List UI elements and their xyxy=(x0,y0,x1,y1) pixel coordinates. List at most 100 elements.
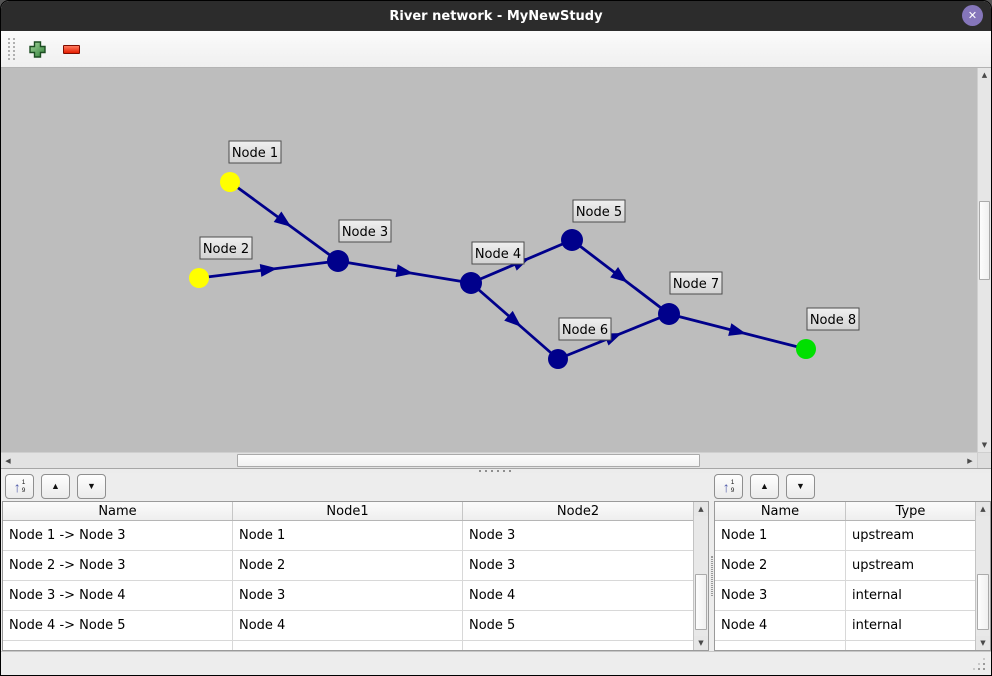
column-header-type[interactable]: Type xyxy=(895,503,926,519)
table-cell[interactable]: upstream xyxy=(852,558,915,573)
branches-vscroll-thumb[interactable] xyxy=(695,574,707,630)
scroll-down-icon[interactable]: ▼ xyxy=(978,438,991,452)
node-node-4[interactable] xyxy=(460,272,482,294)
table-row[interactable]: Node 3 internal xyxy=(715,581,975,611)
node-label[interactable]: Node 3 xyxy=(338,219,392,243)
table-cell[interactable]: Node 2 -> Node 3 xyxy=(3,551,233,580)
close-button[interactable]: ✕ xyxy=(962,5,983,26)
table-cell[interactable] xyxy=(233,641,463,650)
column-header-name[interactable]: Name xyxy=(3,502,233,520)
table-cell[interactable]: Node 3 xyxy=(469,558,516,573)
table-cell[interactable] xyxy=(3,641,233,650)
node-node-6[interactable] xyxy=(548,349,568,369)
table-cell[interactable]: Node 2 xyxy=(233,551,463,580)
table-cell[interactable]: Node 4 xyxy=(715,611,846,640)
column-header-name[interactable]: Name xyxy=(715,502,846,520)
main-toolbar xyxy=(1,31,991,68)
table-cell[interactable]: internal xyxy=(852,618,902,633)
node-label[interactable]: Node 8 xyxy=(806,307,860,331)
canvas-vscroll-thumb[interactable] xyxy=(979,201,990,280)
scroll-up-icon[interactable]: ▲ xyxy=(978,68,991,82)
table-cell[interactable]: Node 4 -> Node 5 xyxy=(3,611,233,640)
branch-move-up-button[interactable]: ▲ xyxy=(41,474,70,499)
node-node-3[interactable] xyxy=(327,250,349,272)
scroll-down-icon[interactable]: ▼ xyxy=(976,636,990,650)
node-label[interactable]: Node 7 xyxy=(669,271,723,295)
table-row[interactable] xyxy=(3,641,693,650)
canvas-vscroll-track[interactable] xyxy=(978,82,991,438)
column-header-node2[interactable]: Node2 xyxy=(556,503,600,519)
node-label[interactable]: Node 6 xyxy=(558,317,612,341)
table-cell[interactable]: Node 2 xyxy=(715,551,846,580)
table-row[interactable]: Node 4 internal xyxy=(715,611,975,641)
canvas-hscroll-thumb[interactable] xyxy=(237,454,700,467)
node-node-1[interactable] xyxy=(220,172,240,192)
table-cell[interactable]: Node 4 xyxy=(233,611,463,640)
horizontal-splitter[interactable] xyxy=(1,468,991,473)
table-cell[interactable]: Node 3 -> Node 4 xyxy=(3,581,233,610)
canvas-vscrollbar[interactable]: ▲ ▼ xyxy=(977,68,991,452)
toolbar-grip[interactable] xyxy=(8,38,15,60)
table-cell[interactable]: Node 3 xyxy=(715,581,846,610)
canvas-hscroll-track[interactable] xyxy=(15,453,963,468)
scroll-left-icon[interactable]: ◀ xyxy=(5,456,11,465)
branches-table-vscrollbar[interactable]: ▲ ▼ xyxy=(693,502,708,650)
table-cell[interactable]: upstream xyxy=(852,528,915,543)
titlebar[interactable]: River network - MyNewStudy ✕ xyxy=(1,1,991,31)
table-cell[interactable] xyxy=(846,641,975,650)
node-label[interactable]: Node 4 xyxy=(471,241,525,265)
table-cell[interactable]: Node 3 xyxy=(233,581,463,610)
branch-move-down-button[interactable]: ▼ xyxy=(77,474,106,499)
close-icon: ✕ xyxy=(967,9,978,22)
table-cell[interactable] xyxy=(463,641,693,650)
table-cell[interactable]: Node 1 -> Node 3 xyxy=(3,521,233,550)
vertical-splitter[interactable] xyxy=(709,501,714,651)
canvas-hscrollbar[interactable]: ◀ ▶ xyxy=(1,452,991,468)
table-cell[interactable]: internal xyxy=(852,588,902,603)
node-label[interactable]: Node 5 xyxy=(572,199,626,223)
scroll-up-icon[interactable]: ▲ xyxy=(694,502,708,516)
table-cell[interactable]: Node 5 xyxy=(469,618,516,633)
table-cell[interactable]: Node 1 xyxy=(233,521,463,550)
nodes-vscroll-thumb[interactable] xyxy=(977,574,989,630)
branch-arrow-icon xyxy=(395,264,414,278)
nodes-table-vscrollbar[interactable]: ▲ ▼ xyxy=(975,502,990,650)
node-node-5[interactable] xyxy=(561,229,583,251)
node-node-2[interactable] xyxy=(189,268,209,288)
node-move-down-button[interactable]: ▼ xyxy=(786,474,815,499)
svg-text:Node 1: Node 1 xyxy=(232,146,278,161)
branches-vscroll-track[interactable] xyxy=(694,516,708,636)
add-node-button[interactable] xyxy=(24,36,50,62)
column-header-node1[interactable]: Node1 xyxy=(233,502,463,520)
node-node-8[interactable] xyxy=(796,339,816,359)
node-move-up-button[interactable]: ▲ xyxy=(750,474,779,499)
table-row[interactable]: Node 2 upstream xyxy=(715,551,975,581)
node-label[interactable]: Node 1 xyxy=(228,140,282,164)
down-arrow-icon: ▼ xyxy=(796,481,805,491)
table-cell[interactable]: Node 4 xyxy=(469,588,516,603)
table-row[interactable] xyxy=(715,641,975,650)
scroll-up-icon[interactable]: ▲ xyxy=(976,502,990,516)
scroll-right-icon[interactable]: ▶ xyxy=(967,456,973,465)
nodes-vscroll-track[interactable] xyxy=(976,516,990,636)
scroll-down-icon[interactable]: ▼ xyxy=(694,636,708,650)
table-row[interactable]: Node 1 upstream xyxy=(715,521,975,551)
table-cell[interactable] xyxy=(715,641,846,650)
remove-node-button[interactable] xyxy=(58,36,84,62)
resize-grip[interactable] xyxy=(975,660,985,670)
node-label[interactable]: Node 2 xyxy=(199,236,253,260)
table-cell[interactable]: Node 1 xyxy=(715,521,846,550)
node-node-7[interactable] xyxy=(658,303,680,325)
table-cell[interactable]: Node 3 xyxy=(469,528,516,543)
network-canvas[interactable]: Node 1 Node 2 Node 3 Node 4 Node 5 Node 6 Node… xyxy=(1,68,977,452)
